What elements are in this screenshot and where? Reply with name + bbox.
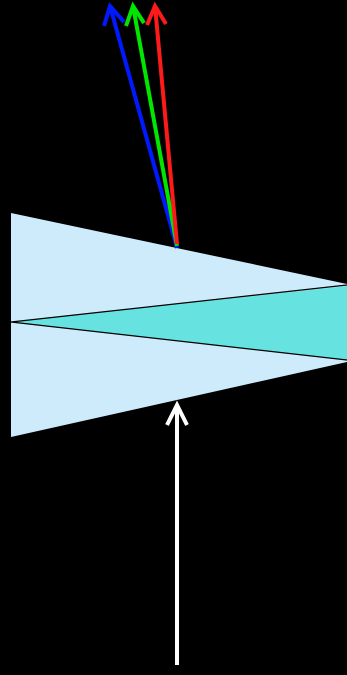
blue-ray-shaft (108, 5, 179, 249)
blue-ray-arrowhead (102, 1, 126, 27)
middle-prism (11, 286, 347, 360)
red-ray-arrowhead (145, 1, 168, 26)
green-ray-shaft (131, 5, 179, 247)
red-ray (145, 1, 179, 245)
incident-white-ray (165, 400, 189, 665)
prism-assembly (10, 213, 347, 437)
incident-ray-arrowhead (165, 400, 189, 426)
red-ray-shaft (153, 5, 179, 245)
dispersed-rays (102, 1, 179, 249)
prism-boundary-lower (10, 321, 347, 361)
blue-ray (102, 1, 179, 249)
prism-boundary-upper (10, 284, 347, 323)
green-ray-arrowhead (124, 1, 146, 27)
green-ray (124, 1, 179, 247)
